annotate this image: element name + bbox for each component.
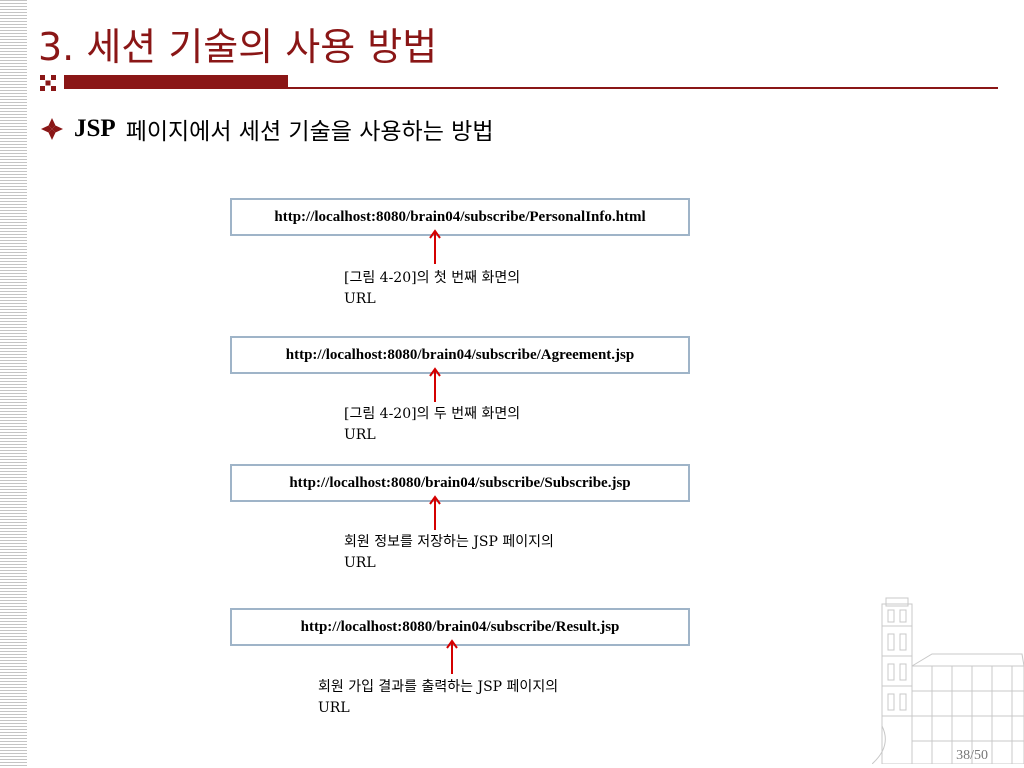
title-underline-thick bbox=[64, 75, 288, 89]
arrow-up-icon bbox=[446, 639, 458, 674]
caption-personalinfo: [그림 4-20]의 첫 번째 화면의 URL bbox=[344, 270, 521, 307]
title-underline-thin bbox=[64, 87, 998, 89]
left-stripe-decoration bbox=[0, 0, 27, 768]
arrow-up-icon bbox=[429, 229, 441, 264]
bullet-text: 페이지에서 세션 기술을 사용하는 방법 bbox=[125, 119, 494, 145]
url-box-personalinfo: http://localhost:8080/brain04/subscribe/… bbox=[230, 198, 690, 236]
arrow-up-icon bbox=[429, 367, 441, 402]
slide-title: 3. 세션 기술의 사용 방법 bbox=[38, 25, 438, 69]
building-sketch-illustration bbox=[872, 597, 1024, 764]
url-box-result: http://localhost:8080/brain04/subscribe/… bbox=[230, 608, 690, 646]
url-box-agreement: http://localhost:8080/brain04/subscribe/… bbox=[230, 336, 690, 374]
caption-subscribe: 회원 정보를 저장하는 JSP 페이지의 URL bbox=[344, 534, 554, 571]
caption-agreement: [그림 4-20]의 두 번째 화면의 URL bbox=[344, 406, 521, 443]
diamond-bullet-icon bbox=[41, 118, 63, 140]
caption-result: 회원 가입 결과를 출력하는 JSP 페이지의 URL bbox=[318, 679, 559, 716]
bullet-strong-text: JSP bbox=[74, 115, 116, 142]
url-box-subscribe: http://localhost:8080/brain04/subscribe/… bbox=[230, 464, 690, 502]
page-number: 38/50 bbox=[956, 748, 988, 763]
checker-square-icon bbox=[40, 75, 56, 91]
bullet-point: JSP 페이지에서 세션 기술을 사용하는 방법 bbox=[40, 112, 494, 146]
arrow-up-icon bbox=[429, 495, 441, 530]
